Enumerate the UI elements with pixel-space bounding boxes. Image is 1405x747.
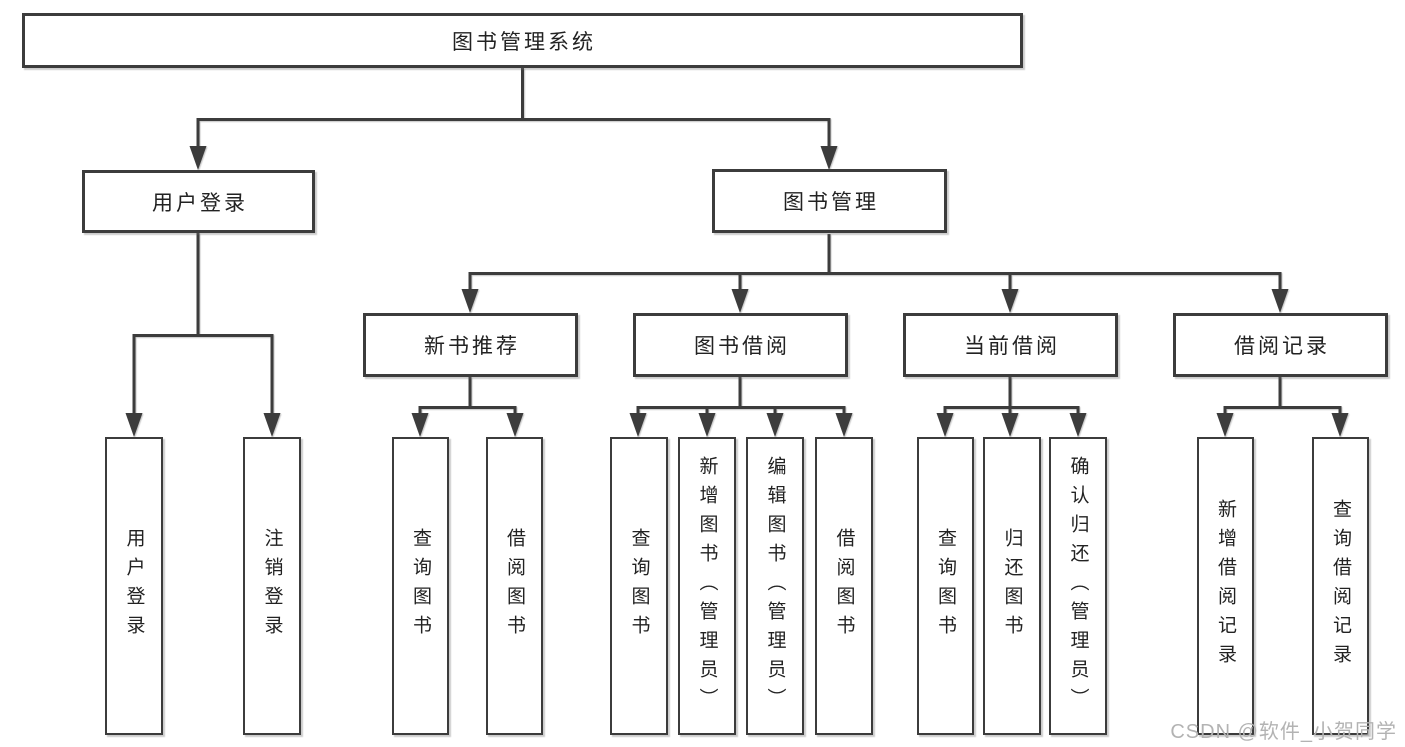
node-borrowing-records-label: 借阅记录	[1234, 335, 1330, 358]
node-borrowing-records: 借阅记录	[1173, 313, 1388, 377]
node-user-login: 用户登录	[82, 170, 315, 233]
node-leaf-br-query-record: 查询借阅记录	[1312, 437, 1369, 735]
node-leaf-cb-query-books-label: 查询图书	[935, 528, 956, 644]
node-leaf-bb-edit-books-admin: 编辑图书（管理员）	[746, 437, 804, 735]
node-leaf-nbr-borrow-books: 借阅图书	[486, 437, 543, 735]
node-leaf-user-login: 用户登录	[105, 437, 163, 735]
node-user-login-label: 用户登录	[152, 191, 248, 215]
node-leaf-bb-borrow-books-label: 借阅图书	[833, 528, 855, 644]
node-book-management: 图书管理	[712, 169, 947, 233]
connector-root-to-level2	[189, 68, 838, 170]
node-leaf-bb-edit-books-admin-label: 编辑图书（管理员）	[764, 455, 786, 717]
node-leaf-nbr-query-books: 查询图书	[392, 437, 449, 735]
connector-bookmgmt-children	[461, 234, 1289, 313]
connector-newbookrec-children	[411, 377, 524, 437]
node-new-book-recommend: 新书推荐	[363, 313, 578, 377]
node-leaf-cb-return-books: 归还图书	[983, 437, 1041, 735]
node-leaf-cb-query-books: 查询图书	[917, 437, 974, 735]
node-book-borrowing: 图书借阅	[633, 313, 848, 377]
node-leaf-user-login-label: 用户登录	[123, 528, 145, 644]
node-leaf-br-query-record-label: 查询借阅记录	[1330, 499, 1351, 673]
node-leaf-br-add-record: 新增借阅记录	[1197, 437, 1254, 735]
node-leaf-nbr-borrow-books-label: 借阅图书	[504, 528, 525, 644]
connector-currentborrow-children	[936, 377, 1087, 437]
node-leaf-bb-add-books-admin-label: 新增图书（管理员）	[696, 455, 718, 717]
node-leaf-br-add-record-label: 新增借阅记录	[1215, 499, 1236, 673]
node-leaf-bb-add-books-admin: 新增图书（管理员）	[678, 437, 736, 735]
node-leaf-logout: 注销登录	[243, 437, 301, 735]
node-new-book-recommend-label: 新书推荐	[424, 335, 520, 358]
node-current-borrowing: 当前借阅	[903, 313, 1118, 377]
node-leaf-cb-confirm-return-admin-label: 确认归还（管理员）	[1067, 455, 1089, 717]
csdn-watermark: CSDN @软件_小贺同学	[1170, 721, 1397, 743]
node-leaf-logout-label: 注销登录	[261, 528, 283, 644]
node-leaf-bb-borrow-books: 借阅图书	[815, 437, 873, 735]
node-system-root: 图书管理系统	[22, 13, 1023, 68]
node-leaf-bb-query-books: 查询图书	[610, 437, 668, 735]
node-current-borrowing-label: 当前借阅	[964, 335, 1060, 358]
node-leaf-cb-confirm-return-admin: 确认归还（管理员）	[1049, 437, 1107, 735]
node-leaf-cb-return-books-label: 归还图书	[1001, 528, 1023, 644]
node-leaf-bb-query-books-label: 查询图书	[628, 528, 650, 644]
node-system-root-label: 图书管理系统	[452, 30, 596, 54]
connector-borrowrecords-children	[1216, 377, 1349, 437]
node-book-management-label: 图书管理	[783, 191, 879, 214]
node-book-borrowing-label: 图书借阅	[694, 335, 790, 358]
node-leaf-nbr-query-books-label: 查询图书	[410, 528, 431, 644]
connector-userlogin-children	[125, 233, 281, 437]
connector-bookborrow-children	[629, 377, 853, 437]
